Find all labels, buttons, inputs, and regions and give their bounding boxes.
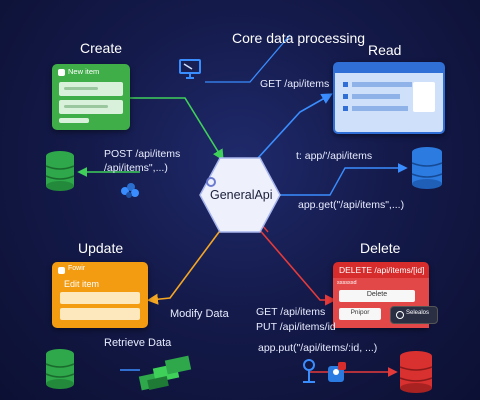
read-side-panel xyxy=(413,82,435,112)
read-connector xyxy=(257,93,333,159)
create-card-header: New item xyxy=(68,67,100,76)
gear-icon xyxy=(206,177,216,187)
modify-data-label: Modify Data xyxy=(170,308,229,320)
create-card[interactable]: New item xyxy=(52,64,130,130)
delete-endpoint-put: PUT /api/items/id xyxy=(256,321,336,333)
read-endpoint-call: app.get("/api/items",...) xyxy=(298,199,405,211)
user-icon xyxy=(303,359,315,383)
badge-icon xyxy=(396,311,404,319)
update-card-header: Fowir xyxy=(68,265,86,272)
update-database-icon xyxy=(45,349,75,389)
update-card[interactable]: Fowir Edit item xyxy=(52,262,148,328)
update-icon xyxy=(58,267,65,274)
delete-user-icon xyxy=(328,362,346,382)
hub-label: GeneralApi xyxy=(210,188,273,202)
new-item-icon xyxy=(58,69,65,76)
read-endpoint-app: t: app/'/api/items xyxy=(296,150,373,162)
read-row-1[interactable] xyxy=(352,82,412,87)
computer-icon xyxy=(179,59,201,79)
create-endpoint-post: POST /api/items xyxy=(104,148,181,160)
read-window-titlebar xyxy=(335,64,443,73)
delete-header-label: DELETE /api/items/[id] xyxy=(339,265,425,275)
create-database-icon xyxy=(45,151,75,191)
hub-hexagon[interactable] xyxy=(198,156,282,234)
update-card-title: Edit item xyxy=(64,279,100,289)
create-connector xyxy=(130,97,224,161)
top-connector xyxy=(205,34,291,83)
cloud-icon xyxy=(121,183,139,198)
read-row-2[interactable] xyxy=(352,94,400,99)
update-connector xyxy=(146,227,223,305)
create-title: Create xyxy=(80,40,123,56)
read-window[interactable] xyxy=(333,62,445,134)
update-field-2[interactable] xyxy=(60,308,140,320)
delete-title: Delete xyxy=(360,240,401,256)
read-bullet-1 xyxy=(343,82,348,87)
stacked-documents-icon xyxy=(138,355,192,391)
read-row-3[interactable] xyxy=(352,106,408,111)
delete-endpoint-call: app.put("/api/items/:id, ...) xyxy=(258,342,378,354)
read-database-icon xyxy=(411,147,443,189)
delete-dialog-title: ssssssd xyxy=(337,280,357,286)
selected-badge[interactable]: Selealos xyxy=(390,306,438,324)
create-field-1[interactable] xyxy=(59,82,123,96)
create-field-3 xyxy=(59,118,89,123)
create-field-2[interactable] xyxy=(59,100,123,114)
read-title: Read xyxy=(368,42,402,58)
retrieve-data-label: Retrieve Data xyxy=(104,337,172,349)
read-endpoint-get: GET /api/items xyxy=(260,78,330,90)
core-title: Core data processing xyxy=(232,30,366,46)
delete-button[interactable]: Delete xyxy=(339,290,415,302)
delete-endpoint-get: GET /api/items xyxy=(256,306,326,318)
read-db-connector xyxy=(268,163,408,196)
cancel-button[interactable]: Pnipor xyxy=(339,308,381,320)
read-bullet-3 xyxy=(343,106,348,111)
update-field-1[interactable] xyxy=(60,292,140,304)
delete-connector xyxy=(257,227,337,306)
create-endpoint-path: /api/items",...) xyxy=(104,162,168,174)
update-title: Update xyxy=(78,240,124,256)
delete-database-icon xyxy=(399,351,433,393)
read-bullet-2 xyxy=(343,94,348,99)
